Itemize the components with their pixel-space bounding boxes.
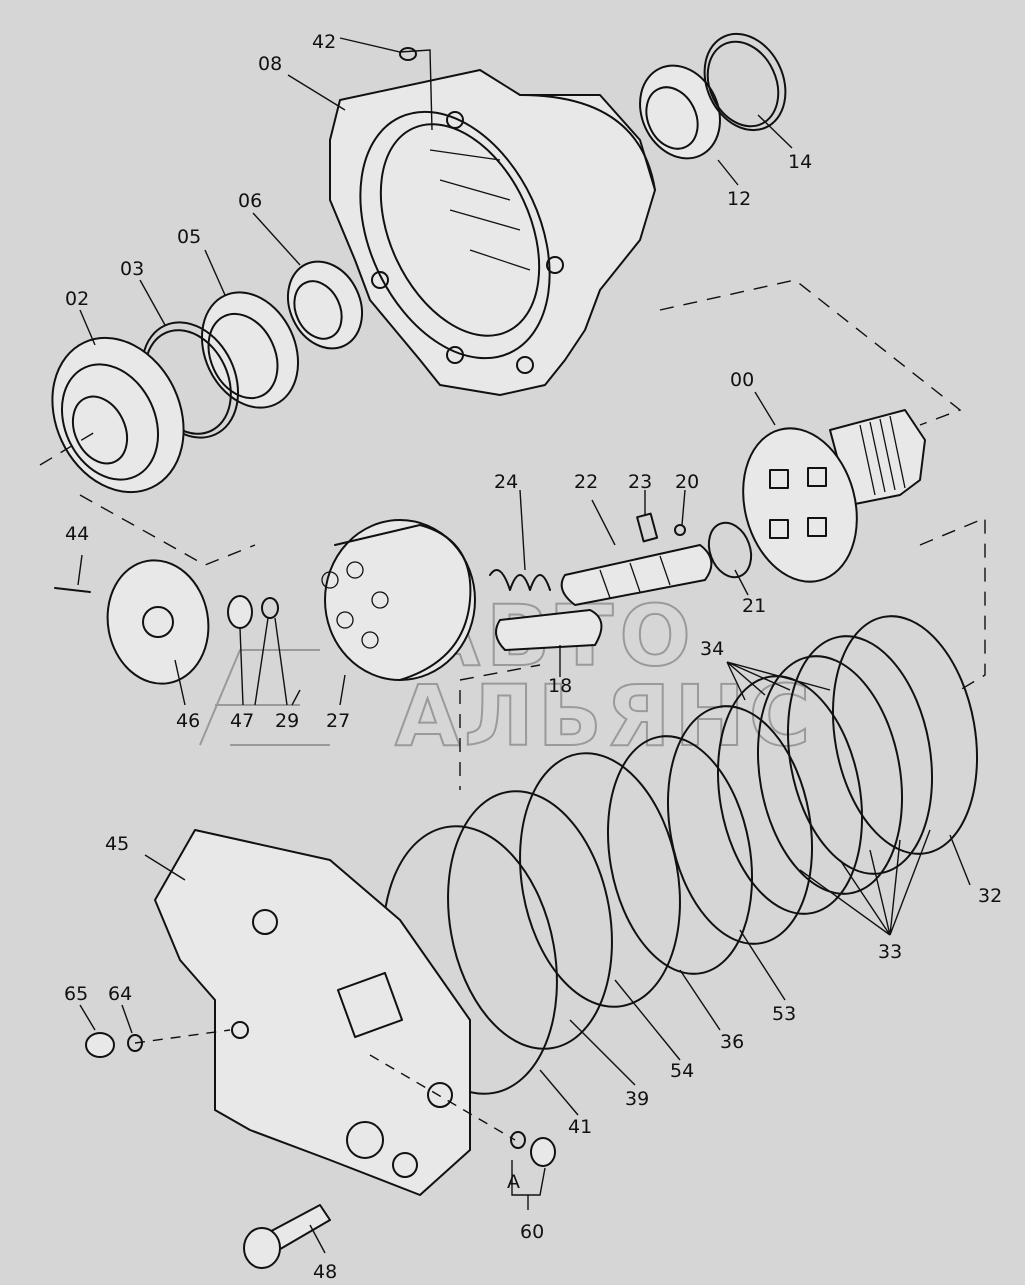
part-27-cylinder-block xyxy=(321,519,476,681)
callout-65: 65 xyxy=(64,983,88,1005)
part-21-ring xyxy=(707,521,753,579)
watermark: АВТО АЛЬЯНС xyxy=(199,586,814,766)
callout-45: 45 xyxy=(105,833,129,855)
callout-18: 18 xyxy=(548,675,572,697)
callout-34: 34 xyxy=(700,638,724,660)
part-32-plate xyxy=(831,615,979,855)
callout-32: 32 xyxy=(978,885,1002,907)
part-08-housing xyxy=(329,69,656,396)
part-54-ring xyxy=(519,752,681,1008)
part-42-o-ring xyxy=(399,47,417,61)
callout-39: 39 xyxy=(625,1088,649,1110)
part-02-bearing xyxy=(51,336,185,494)
part-60-o-ring xyxy=(510,1131,526,1149)
callout-33: 33 xyxy=(878,941,902,963)
part-29-ring xyxy=(261,597,279,619)
part-53-plate xyxy=(666,705,814,945)
plate-stack xyxy=(382,615,979,1095)
part-47-bushing xyxy=(227,595,253,629)
callout-03: 03 xyxy=(120,258,144,280)
callout-36: 36 xyxy=(720,1031,744,1053)
part-64-o-ring xyxy=(127,1034,143,1052)
part-12-bearing xyxy=(639,64,721,160)
callout-23: 23 xyxy=(628,471,652,493)
callout-05: 05 xyxy=(177,226,201,248)
callout-06: 06 xyxy=(238,190,262,212)
part-46-valve-plate xyxy=(106,559,210,685)
callout-20: 20 xyxy=(675,471,699,493)
callout-47: 47 xyxy=(230,710,254,732)
part-60-plug xyxy=(530,1137,556,1167)
callout-24: 24 xyxy=(494,471,518,493)
callout-29: 29 xyxy=(275,710,299,732)
callout-60: 60 xyxy=(520,1221,544,1243)
part-14-snap-ring xyxy=(703,32,787,132)
part-24-spring xyxy=(489,569,551,591)
callout-14: 14 xyxy=(788,151,812,173)
part-22-spool xyxy=(560,544,713,606)
callout-44: 44 xyxy=(65,523,89,545)
part-34-plate xyxy=(716,675,864,915)
callout-00: 00 xyxy=(730,369,754,391)
part-44-pin xyxy=(54,587,91,593)
callout-53: 53 xyxy=(772,1003,796,1025)
callout-A: A xyxy=(507,1171,520,1193)
callout-12: 12 xyxy=(727,188,751,210)
callout-02: 02 xyxy=(65,288,89,310)
part-05-seal xyxy=(200,291,300,409)
part-33-plate-b xyxy=(756,655,904,895)
callout-46: 46 xyxy=(176,710,200,732)
callout-54: 54 xyxy=(670,1060,694,1082)
callout-22: 22 xyxy=(574,471,598,493)
part-00-shaft xyxy=(742,409,926,583)
watermark-logo xyxy=(199,649,330,746)
part-48-bolt xyxy=(243,1204,331,1269)
callout-64: 64 xyxy=(108,983,132,1005)
callout-42: 42 xyxy=(312,31,336,53)
assembly-lines xyxy=(39,279,986,1141)
watermark-line2: АЛЬЯНС xyxy=(395,667,814,765)
part-18-plunger xyxy=(495,609,603,651)
part-36-plate xyxy=(606,735,754,975)
callout-41: 41 xyxy=(568,1116,592,1138)
callout-08: 08 xyxy=(258,53,282,75)
part-39-ring xyxy=(447,790,613,1050)
callout-21: 21 xyxy=(742,595,766,617)
part-06-nut xyxy=(287,260,363,350)
callout-48: 48 xyxy=(313,1261,337,1283)
part-45-valve-body xyxy=(154,829,471,1196)
part-20-ball xyxy=(674,524,686,536)
leader-lines xyxy=(77,37,971,1254)
callout-labels: 42 08 14 12 06 05 03 02 00 24 22 23 20 2… xyxy=(64,31,1002,1283)
part-23-pin xyxy=(636,512,659,543)
callout-27: 27 xyxy=(326,710,350,732)
part-65-plug xyxy=(85,1032,115,1058)
